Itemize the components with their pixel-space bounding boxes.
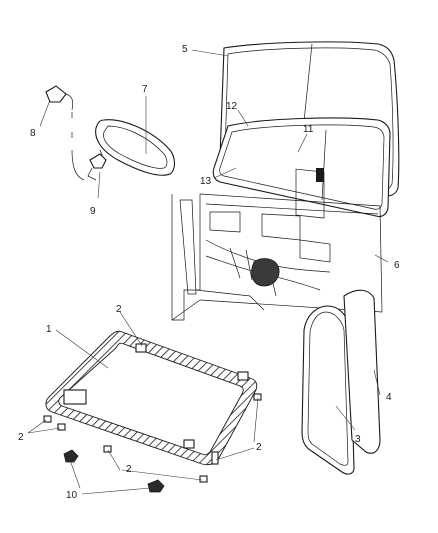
leader-lines [27,49,389,495]
callout-5: 5 [182,44,188,55]
callout-4: 4 [386,392,392,403]
callout-6: 6 [394,260,400,271]
callout-13: 13 [200,176,212,187]
callout-11: 11 [303,124,314,135]
quarter-glass-part [301,289,381,475]
callout-10: 10 [66,490,78,501]
windshield-part [45,330,258,466]
mirror-bracket-part [45,85,85,181]
callout-2-bottom: 2 [126,464,132,475]
callout-1: 1 [46,324,52,335]
callout-numbers: 5 6 7 8 9 11 12 13 1 2 2 2 2 10 4 3 [18,44,400,501]
callout-8: 8 [30,128,36,139]
callout-2-left: 2 [18,432,24,443]
callout-2-top: 2 [116,304,122,315]
rearview-mirror-part [87,119,176,181]
callout-12: 12 [226,101,238,112]
sliding-back-glass-part [212,117,391,219]
retainer-part [63,449,165,493]
callout-9: 9 [90,206,96,217]
cab-interior-illustration [171,193,383,321]
windshield-clips-part [43,393,262,483]
callout-3: 3 [355,434,361,445]
callout-2-right: 2 [256,442,262,453]
callout-7: 7 [142,84,148,95]
